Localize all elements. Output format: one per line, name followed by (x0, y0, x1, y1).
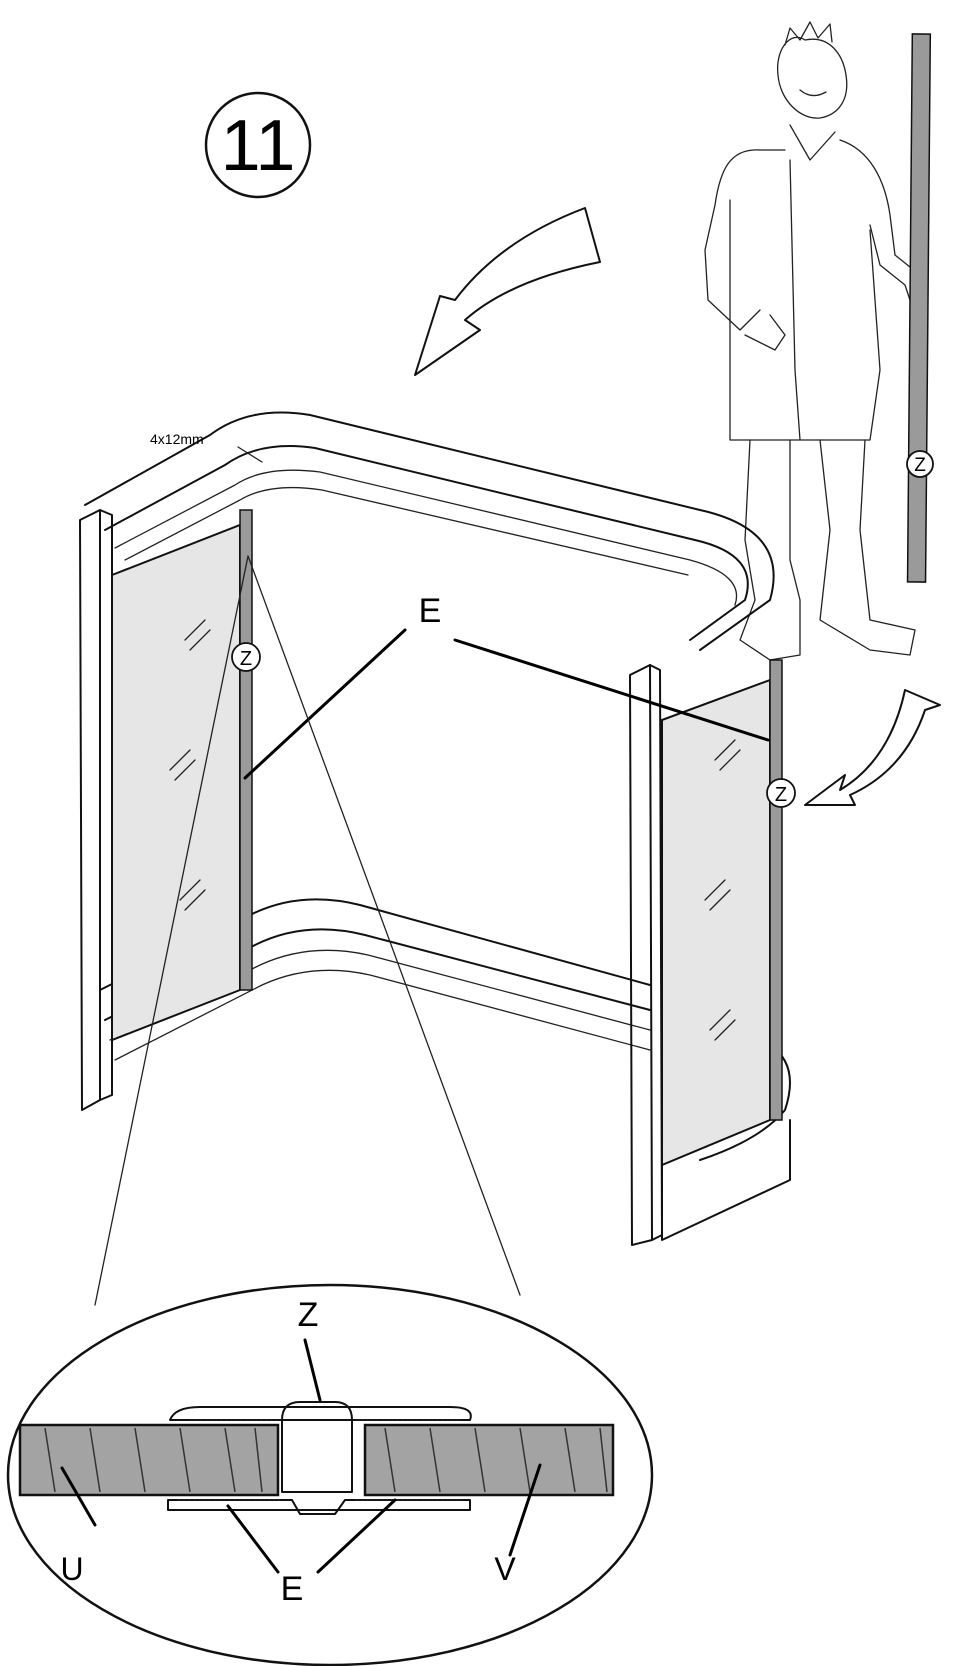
detail-callout: Z U E V (6, 1283, 654, 1666)
section-panel-u (18, 1423, 280, 1497)
leader-e-detail-left (226, 1504, 280, 1574)
strip-z-marker: Z (906, 450, 934, 478)
section-profile-z (167, 1401, 472, 1515)
step-number: 11 (221, 106, 296, 186)
magnifier-cone (94, 555, 521, 1306)
svg-text:Z: Z (914, 455, 926, 476)
leader-e-left (243, 628, 407, 780)
hatch-u (44, 1427, 263, 1493)
screw-spec-label: 4x12mm (150, 431, 204, 447)
leader-e-detail-right (316, 1498, 397, 1574)
right-panel (629, 659, 791, 1246)
profile-strip-z (906, 33, 932, 583)
rotation-arrow-right (804, 689, 941, 806)
rotation-arrow-top (414, 207, 601, 376)
detail-label-z: Z (298, 1296, 319, 1334)
panel-left-z-marker: Z (231, 642, 261, 672)
section-panel-v (363, 1423, 615, 1497)
panel-right-z-marker: Z (766, 778, 796, 808)
top-track (84, 411, 775, 651)
detail-label-e: E (281, 1570, 304, 1608)
bottom-track (99, 898, 791, 1161)
label-e-main: E (419, 592, 442, 630)
person-figure (704, 21, 926, 661)
detail-label-v: V (494, 1551, 516, 1587)
detail-label-u: U (60, 1551, 83, 1587)
hatch-v (384, 1427, 608, 1493)
left-panel (79, 509, 253, 1111)
leader-e-right (453, 638, 770, 742)
leader-v (508, 1463, 542, 1557)
svg-text:Z: Z (775, 784, 787, 806)
leader-z (303, 1338, 322, 1402)
step-number-badge: 11 (204, 91, 312, 199)
svg-text:Z: Z (240, 648, 252, 670)
leader-u (60, 1466, 97, 1527)
screw-spec-leader (237, 446, 263, 463)
